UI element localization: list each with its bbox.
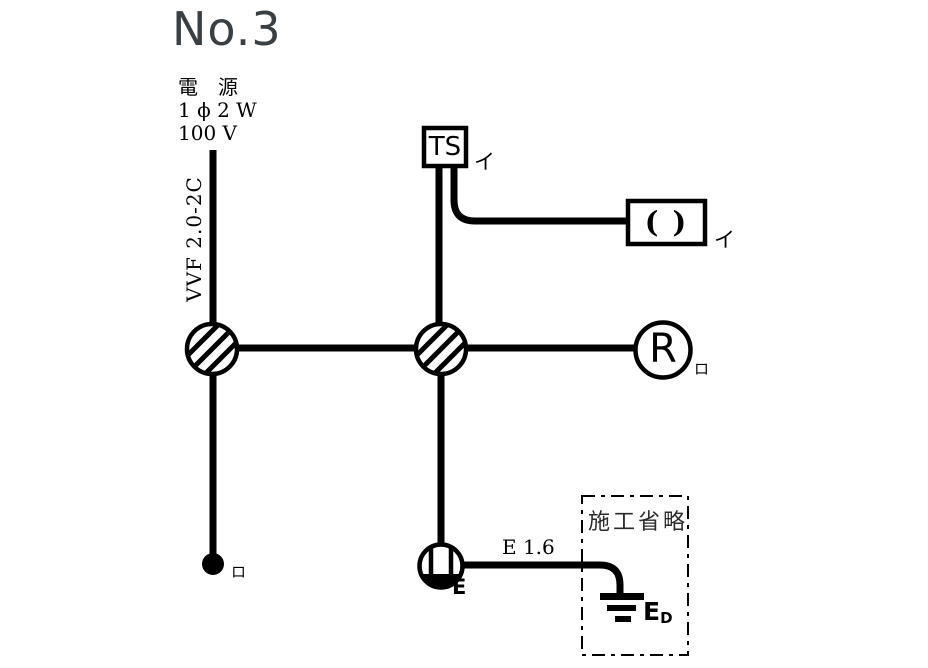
- timer-switch-label: TS: [428, 132, 462, 162]
- ground-wire-label: E 1.6: [502, 535, 555, 559]
- lamp-receptacle-circle: [633, 320, 693, 380]
- timer-switch-box: [421, 125, 469, 169]
- earth-outlet-symbol: [417, 542, 465, 590]
- timer-switch-circuit-label: イ: [474, 150, 495, 174]
- earth-symbol: [600, 593, 644, 622]
- cable-label: VVF 2.0-2C: [182, 176, 206, 302]
- lamp-receptacle-label: R: [649, 326, 677, 372]
- power-source-line3: 100 V: [178, 121, 237, 145]
- junction-box-2: [413, 321, 469, 377]
- wires: [209, 150, 637, 596]
- junction-box-1-hatch: [187, 324, 237, 374]
- wire-outlet-earth: [462, 561, 624, 596]
- switch-dot: [202, 553, 224, 575]
- omitted-area-box: [581, 495, 689, 656]
- page-title: No.3: [172, 2, 282, 56]
- lamp-receptacle-circuit-label: ロ: [694, 360, 710, 378]
- junction-box-1: [184, 321, 240, 377]
- earth-electrode-letter: E: [643, 597, 661, 626]
- ceiling-rose-circuit-label: イ: [714, 228, 735, 252]
- earth-outlet-label: E: [452, 575, 467, 599]
- power-source-line1: 電 源: [178, 75, 238, 99]
- junction-box-2-hatch: [416, 324, 466, 374]
- ceiling-rose-box: [625, 198, 708, 247]
- power-source-line2: 1 ϕ 2 W: [178, 98, 257, 122]
- ceiling-rose-label: ( ): [644, 204, 689, 239]
- wire-timer-ceiling-rose: [450, 166, 630, 225]
- switch-circuit-label: ロ: [231, 563, 247, 581]
- power-source-label: 電 源 1 ϕ 2 W 100 V: [178, 76, 257, 145]
- earth-electrode-label: ED: [643, 597, 673, 626]
- earth-electrode-subscript: D: [660, 609, 673, 627]
- omitted-area-label: 施工省略: [588, 510, 689, 535]
